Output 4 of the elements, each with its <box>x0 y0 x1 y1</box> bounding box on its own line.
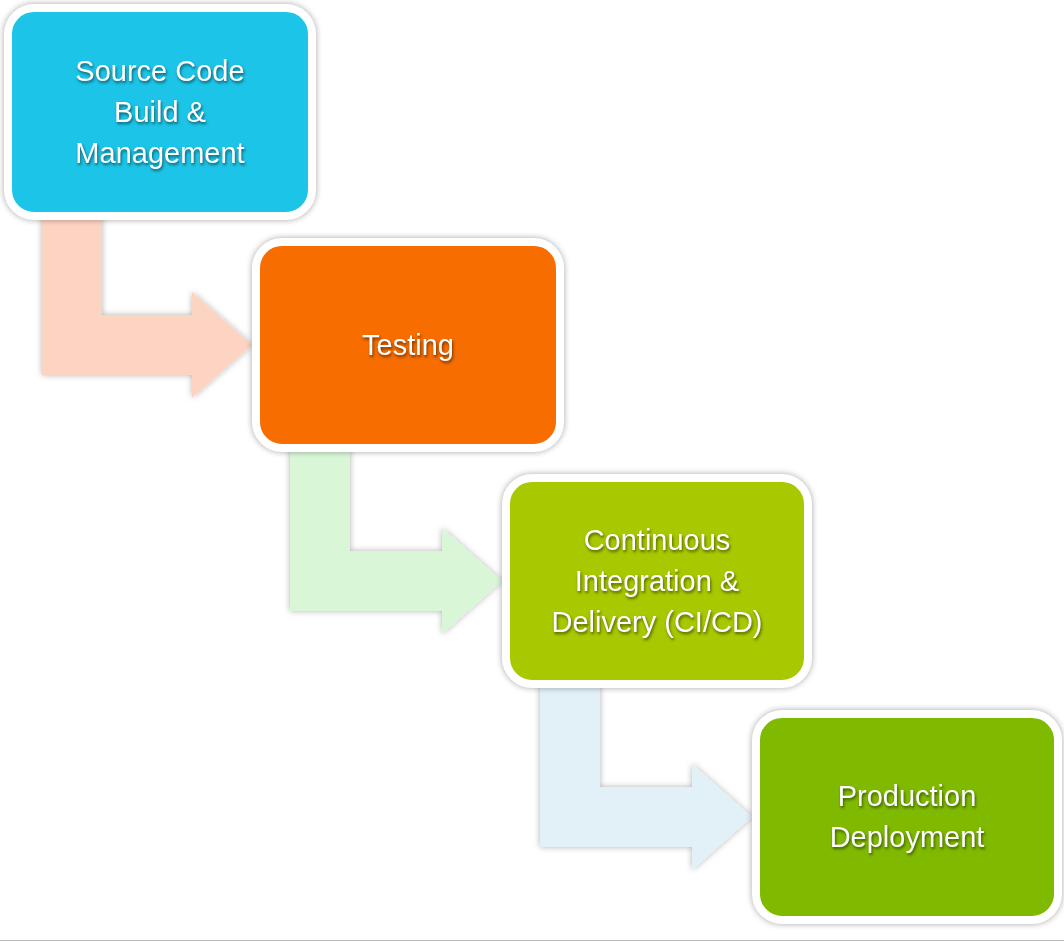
step-label: Continuous Integration & Delivery (CI/CD) <box>550 522 764 640</box>
step-label: Testing <box>361 327 455 363</box>
step-label: Source Code Build & Management <box>74 53 246 171</box>
step-label: Production Deployment <box>828 779 986 855</box>
